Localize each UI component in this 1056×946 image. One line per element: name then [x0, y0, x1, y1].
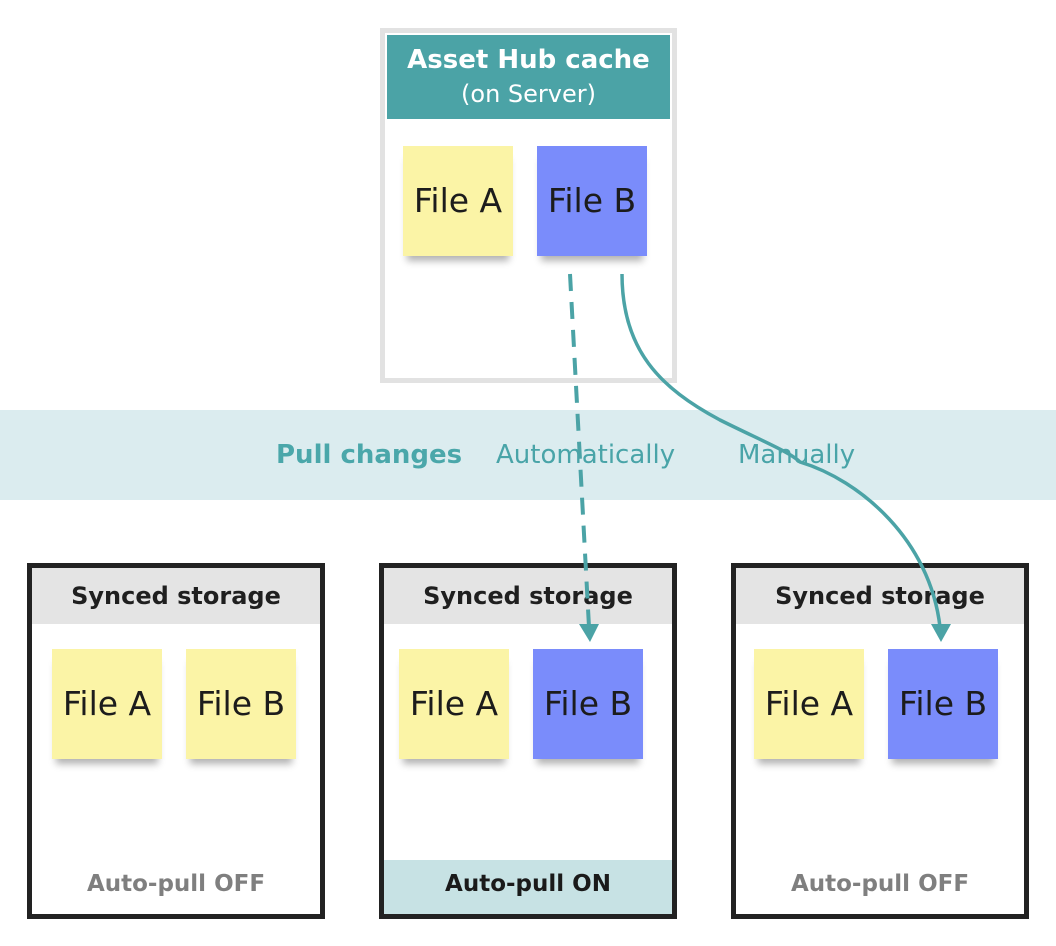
storage-3-file-b-note: File B: [888, 649, 998, 759]
storage-1-file-b-note: File B: [186, 649, 296, 759]
auto-pull-status-1: Auto-pull OFF: [86, 871, 266, 897]
asset-hub-cache-subtitle: (on Server): [461, 80, 596, 108]
synced-storage-header-3: Synced storage: [736, 568, 1024, 624]
manually-label: Manually: [738, 440, 856, 470]
storage-3-file-a-note: File A: [754, 649, 864, 759]
storage-1-file-a-note: File A: [52, 649, 162, 759]
storage-2-file-b-note: File B: [533, 649, 643, 759]
auto-pull-status-3: Auto-pull OFF: [790, 871, 970, 897]
automatically-label: Automatically: [496, 440, 676, 470]
auto-pull-status-2: Auto-pull ON: [384, 860, 672, 914]
asset-hub-cache-header: Asset Hub cache (on Server): [387, 35, 670, 119]
storage-2-file-a-note: File A: [399, 649, 509, 759]
asset-hub-cache-title: Asset Hub cache: [407, 45, 650, 75]
synced-storage-header-2: Synced storage: [384, 568, 672, 624]
pull-changes-title: Pull changes: [276, 440, 463, 470]
cache-file-a-note: File A: [403, 146, 513, 256]
cache-file-b-note: File B: [537, 146, 647, 256]
synced-storage-header-1: Synced storage: [32, 568, 320, 624]
